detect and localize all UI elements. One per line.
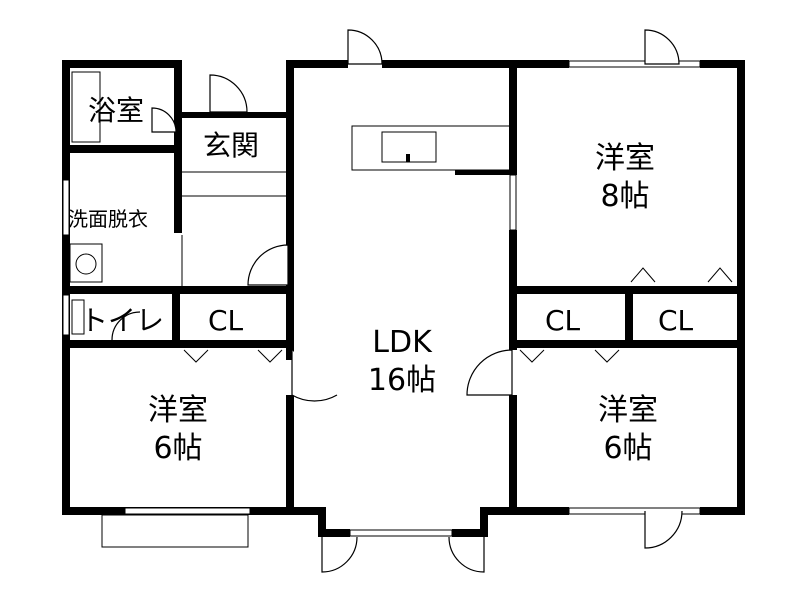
ldk-size: 16帖 — [368, 363, 436, 398]
bedroom-bottom-right-name: 洋室 — [598, 393, 658, 428]
bedroom-left-size: 6帖 — [153, 431, 202, 466]
room-labels: 浴室 玄関 洗面脱衣 トイレ CL 洋室 6帖 LDK 16帖 洋室 8帖 CL… — [68, 94, 694, 466]
bath-label: 浴室 — [88, 94, 144, 127]
entrance-label: 玄関 — [203, 129, 259, 162]
closet-left-label: CL — [208, 304, 244, 337]
wash-basin-icon — [69, 243, 103, 283]
ldk-name: LDK — [372, 325, 433, 360]
kitchen-counter — [351, 125, 511, 171]
bedroom-top-right-size: 8帖 — [600, 179, 649, 214]
doors — [111, 29, 733, 573]
windows — [62, 60, 701, 548]
toilet-label: トイレ — [80, 304, 164, 337]
closet-right-1-label: CL — [545, 304, 581, 337]
toilet-icon — [71, 299, 85, 335]
bedroom-left-name: 洋室 — [148, 393, 208, 428]
bathtub-icon — [71, 71, 101, 143]
bedroom-bottom-right-size: 6帖 — [603, 431, 652, 466]
bedroom-top-right-name: 洋室 — [595, 141, 655, 176]
closet-right-2-label: CL — [658, 304, 694, 337]
fixtures — [69, 71, 511, 335]
washroom-label: 洗面脱衣 — [68, 207, 148, 231]
